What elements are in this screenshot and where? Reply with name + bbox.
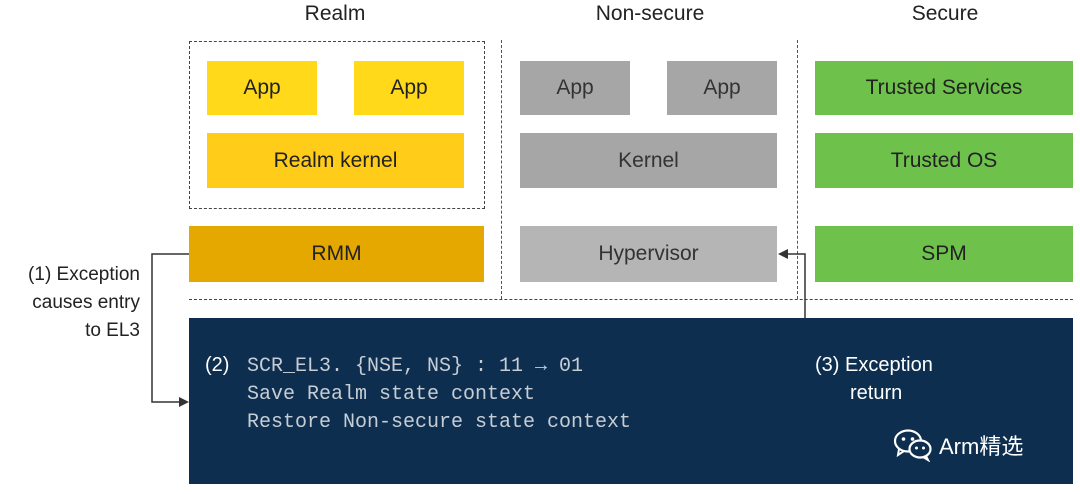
step3-line2: return: [850, 382, 903, 404]
exception-return-arrow: [786, 253, 806, 318]
rmm-box: RMM: [189, 226, 484, 282]
step2-code-line2: Save Realm state context: [247, 383, 536, 406]
realm-app-2: App: [354, 61, 464, 115]
realm-el0-el1-boundary: [189, 41, 485, 209]
realm-kernel: Realm kernel: [207, 133, 464, 188]
step1-line3: to EL3: [85, 320, 140, 341]
spm-box: SPM: [815, 226, 1073, 282]
step1-label: (1) Exception causes entry to EL3: [0, 261, 140, 345]
step2-code-line3: Restore Non-secure state context: [247, 411, 632, 434]
trusted-os-box: Trusted OS: [815, 133, 1073, 188]
el3-boundary-line: [189, 299, 1073, 300]
secure-column-title: Secure: [911, 2, 979, 25]
nonsecure-secure-divider: [797, 40, 798, 299]
step3-line1: (3) Exception: [815, 354, 933, 376]
step1-line2: causes entry: [32, 292, 140, 313]
nonsecure-app-1: App: [520, 61, 630, 115]
hypervisor-box: Hypervisor: [520, 226, 777, 282]
nonsecure-kernel: Kernel: [520, 133, 777, 188]
trusted-services-box: Trusted Services: [815, 61, 1073, 115]
realm-nonsecure-divider: [501, 40, 502, 299]
exception-entry-arrow: [151, 253, 189, 403]
nonsecure-app-2: App: [667, 61, 777, 115]
step2-code-line1: SCR_EL3. {NSE, NS} : 11 → 01: [247, 355, 584, 378]
exception-entry-arrowhead: [179, 397, 189, 407]
step2-number: (2): [205, 354, 230, 376]
watermark-text: Arm精选: [939, 434, 1024, 459]
realm-app-1: App: [207, 61, 317, 115]
nonsecure-column-title: Non-secure: [595, 2, 705, 25]
exception-return-arrowhead: [778, 249, 788, 259]
wechat-watermark: Arm精选: [893, 428, 1023, 462]
step1-line1: (1) Exception: [28, 264, 140, 285]
realm-column-title: Realm: [304, 2, 366, 25]
wechat-icon: [893, 429, 932, 462]
